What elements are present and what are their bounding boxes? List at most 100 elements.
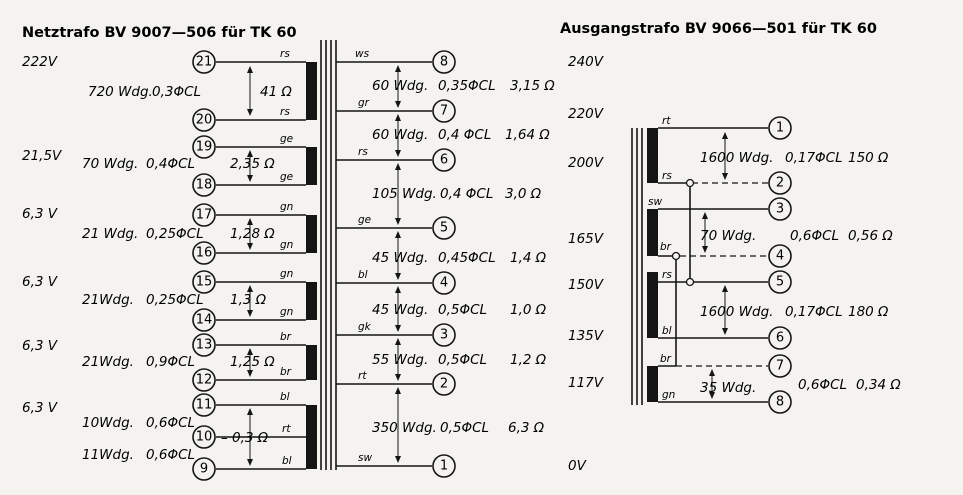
wire-color: sw — [648, 196, 662, 208]
winding-resistance: 6,3 Ω — [508, 420, 545, 436]
wire-color: rs — [662, 170, 672, 182]
wire-color: ge — [358, 214, 371, 226]
winding-resistance: 0,3 Ω — [232, 430, 269, 446]
terminal-19 — [192, 135, 216, 159]
terminal-label: 6 — [440, 153, 448, 168]
wire-color: sw — [358, 452, 372, 464]
terminal-3 — [768, 197, 792, 221]
winding-wire: 0,35ΦCL — [438, 78, 496, 94]
terminal-label: 8 — [776, 395, 784, 410]
terminal-label: 14 — [196, 313, 213, 328]
voltage-label: 6,3 V — [22, 206, 59, 222]
voltage-label: 150V — [568, 277, 605, 293]
winding-turns: 720 Wdg. — [88, 84, 153, 100]
wire-color: rs — [280, 106, 290, 118]
terminal-16 — [192, 241, 216, 265]
net-secondary-wires — [336, 61, 432, 467]
terminal-label: 4 — [776, 249, 784, 264]
winding-wire: 0,4ΦCL — [146, 156, 195, 172]
net-primary-specs: 720 Wdg. 0,3ΦCL 41 Ω 70 Wdg. 0,4ΦCL 2,35… — [82, 84, 292, 463]
winding-resistance: 0,34 Ω — [856, 377, 901, 393]
winding-resistance: 150 Ω — [848, 150, 889, 166]
terminal-1 — [432, 454, 456, 478]
terminal-label: 6 — [776, 331, 784, 346]
winding-resistance: 1,64 Ω — [505, 127, 550, 143]
winding-resistance: 3,0 Ω — [505, 186, 542, 202]
terminal-2 — [432, 372, 456, 396]
terminal-label: 13 — [196, 338, 213, 353]
voltage-label: 6,3 V — [22, 274, 59, 290]
voltage-label: 200V — [568, 155, 605, 171]
terminal-label: 4 — [440, 276, 448, 291]
winding-wire: 0,5ΦCL — [438, 302, 487, 318]
out-voltages: 240V 220V 200V 165V 150V 135V 117V 0V — [568, 54, 605, 474]
svg-text:–: – — [221, 430, 228, 446]
net-secondary-colors: ws gr rs ge bl gk rt sw — [355, 48, 372, 464]
terminal-6 — [432, 148, 456, 172]
winding-wire: 0,3ΦCL — [152, 84, 201, 100]
terminal-10 — [192, 425, 216, 449]
terminal-label: 5 — [440, 221, 448, 236]
terminal-label: 2 — [440, 377, 448, 392]
terminal-label: 2 — [776, 176, 784, 191]
winding-wire: 0,6ΦCL — [146, 447, 195, 463]
terminal-label: 20 — [196, 113, 213, 128]
net-secondary-arrows — [395, 65, 401, 463]
voltage-label: 0V — [568, 458, 588, 474]
voltage-label: 21,5V — [22, 148, 63, 164]
wire-color: bl — [282, 455, 292, 467]
winding-wire: 0,5ΦCL — [440, 420, 489, 436]
wire-color: ge — [280, 133, 293, 145]
winding-wire: 0,4 ΦCL — [438, 127, 491, 143]
out-arrows — [702, 132, 728, 399]
winding-turns: 1600 Wdg. — [700, 304, 773, 320]
out-title: Ausgangstrafo BV 9066—501 für TK 60 — [560, 21, 877, 37]
terminal-6 — [768, 326, 792, 350]
winding-resistance: 180 Ω — [848, 304, 889, 320]
winding-wire: 0,25ΦCL — [146, 292, 204, 308]
wire-color: bl — [280, 391, 290, 403]
out-wires — [658, 127, 768, 403]
winding-turns: 60 Wdg. — [372, 78, 428, 94]
winding-wire: 0,17ΦCL — [785, 304, 843, 320]
terminal-label: 21 — [196, 55, 213, 70]
winding-wire: 0,6ΦCL — [790, 228, 839, 244]
winding-wire: 0,5ΦCL — [438, 352, 487, 368]
terminal-13 — [192, 333, 216, 357]
wire-color: bl — [662, 325, 672, 337]
winding-turns: 70 Wdg. — [82, 156, 138, 172]
terminal-5 — [768, 270, 792, 294]
net-primary-bars — [306, 62, 317, 469]
terminal-5 — [432, 216, 456, 240]
out-bars — [647, 128, 658, 402]
terminal-18 — [192, 173, 216, 197]
terminal-label: 9 — [200, 462, 208, 477]
winding-resistance: 1,3 Ω — [230, 292, 267, 308]
terminal-2 — [768, 171, 792, 195]
winding-wire: 0,25ΦCL — [146, 226, 204, 242]
wire-color: rs — [280, 48, 290, 60]
terminal-label: 16 — [196, 246, 213, 261]
terminal-label: 7 — [776, 359, 784, 374]
wire-color: gn — [280, 306, 293, 318]
winding-turns: 45 Wdg. — [372, 250, 428, 266]
winding-turns: 55 Wdg. — [372, 352, 428, 368]
wire-color: gn — [280, 268, 293, 280]
winding-turns: 1600 Wdg. — [700, 150, 773, 166]
wire-color: rs — [358, 146, 368, 158]
wire-color: br — [280, 331, 292, 343]
terminal-label: 15 — [196, 275, 213, 290]
wire-color: gn — [662, 389, 675, 401]
terminal-label: 7 — [440, 104, 448, 119]
winding-turns: 105 Wdg. — [372, 186, 437, 202]
terminal-label: 8 — [440, 55, 448, 70]
net-primary-colors: rs rs ge ge gn gn gn gn br br bl rt bl — [280, 48, 293, 467]
winding-turns: 10Wdg. — [82, 415, 134, 431]
wire-color: ge — [280, 171, 293, 183]
winding-wire: 0,6ΦCL — [798, 377, 847, 393]
wire-color: ws — [355, 48, 370, 60]
terminal-label: 3 — [776, 202, 784, 217]
winding-turns: 21Wdg. — [82, 354, 134, 370]
terminal-label: 18 — [196, 178, 213, 193]
net-secondary-specs: 60 Wdg. 0,35ΦCL 3,15 Ω 60 Wdg. 0,4 ΦCL 1… — [372, 78, 555, 436]
